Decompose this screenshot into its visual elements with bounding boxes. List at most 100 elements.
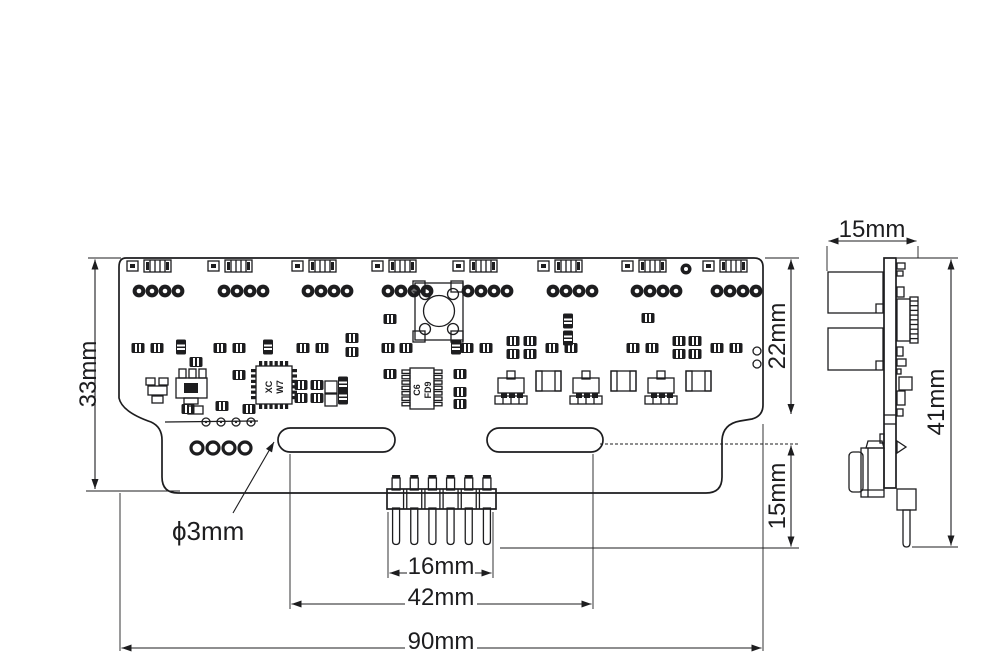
- smd-capacitor: [315, 343, 329, 353]
- small-hole: [201, 417, 211, 427]
- mounting-slot-right: [486, 427, 604, 453]
- pin-header-front: [386, 475, 497, 546]
- sot-transistor: [572, 377, 600, 394]
- smd-capacitor: [460, 343, 474, 353]
- smd-capacitor: [345, 333, 359, 343]
- smd-capacitor: [399, 343, 413, 353]
- edge-pad-line: [164, 420, 259, 423]
- smd-capacitor: [710, 343, 724, 353]
- smd-capacitor-vertical: [563, 313, 573, 329]
- sot-transistor: [497, 377, 525, 394]
- smd-capacitor: [641, 313, 655, 323]
- transistor-left: [145, 377, 169, 404]
- chip-u1-label-line2: W7: [275, 380, 285, 394]
- soic-ic-u2: C6 FD9: [401, 367, 443, 410]
- large-hole-row: [189, 440, 253, 456]
- smd-capacitor: [213, 343, 227, 353]
- dimension-hole-diameter: ϕ3mm: [172, 441, 275, 546]
- large-hole: [205, 440, 221, 456]
- pcb-board-outline: [118, 257, 764, 494]
- qfp-ic-u1: XC W7: [251, 361, 297, 409]
- pin-header-side: [848, 439, 917, 548]
- side-view: 15mm 41mm: [826, 216, 958, 548]
- dim-label-side-width: 15mm: [839, 216, 906, 243]
- dimension-22mm: 22mm: [764, 257, 799, 414]
- side-pcb-strip: [883, 257, 897, 489]
- header-pin-side: [902, 509, 911, 548]
- smd-capacitor: [242, 404, 256, 414]
- smd-capacitor: [545, 343, 559, 353]
- header-pin-bottom: [428, 507, 437, 546]
- smd-capacitor: [294, 380, 308, 390]
- side-back-components: [896, 262, 919, 417]
- dim-label-board-width: 90mm: [408, 628, 475, 653]
- smd-resistor: [638, 259, 667, 273]
- smd-led: [702, 260, 715, 272]
- chip-u1-label-line1: XC: [264, 380, 274, 393]
- smd-capacitor: [294, 393, 308, 403]
- smd-led: [621, 260, 634, 272]
- smd-capacitor: [453, 399, 467, 409]
- header-pin-top: [464, 475, 473, 479]
- smd-capacitor: [523, 349, 537, 359]
- dim-label-header-width: 16mm: [408, 553, 475, 580]
- dimension-15mm-lower: 15mm: [500, 443, 799, 549]
- smd-capacitor: [506, 349, 520, 359]
- smd-capacitor: [453, 369, 467, 379]
- dim-label-board-height: 33mm: [75, 341, 102, 408]
- sot-tab: [656, 370, 666, 380]
- dimension-90mm: 90mm: [119, 424, 764, 653]
- smd-capacitor: [383, 314, 397, 324]
- test-point: [752, 359, 762, 369]
- smd-led: [126, 260, 139, 272]
- header-pin-top: [428, 475, 437, 479]
- smd-capacitor: [672, 336, 686, 346]
- smd-led: [371, 260, 384, 272]
- dimension-42mm: 42mm: [289, 454, 594, 611]
- misc-part: [324, 380, 338, 394]
- sot-tab: [581, 370, 591, 380]
- smd-capacitors-vertical: [176, 313, 573, 405]
- header-pin-bottom: [410, 507, 419, 546]
- smd-capacitor-vertical: [263, 339, 273, 355]
- dim-label-lower-height: 15mm: [764, 463, 791, 530]
- dim-label-side-height: 41mm: [923, 369, 950, 436]
- smd-capacitor: [232, 370, 246, 380]
- smd-capacitor: [626, 343, 640, 353]
- smd-capacitor: [232, 343, 246, 353]
- dim-label-slot-span: 42mm: [408, 584, 475, 611]
- large-hole: [221, 440, 237, 456]
- header-pin-bottom: [391, 507, 401, 546]
- header-pin-top: [482, 475, 491, 479]
- smd-capacitor: [645, 343, 659, 353]
- chip-u2-label-line2: FD9: [423, 381, 433, 398]
- small-hole: [216, 417, 226, 427]
- smd-resistor: [719, 259, 748, 273]
- dim-label-upper-height: 22mm: [764, 303, 791, 370]
- smd-led: [291, 260, 304, 272]
- header-pin-top: [446, 475, 455, 479]
- small-hole: [231, 417, 241, 427]
- smd-capacitor: [381, 343, 395, 353]
- small-hole-row: [201, 417, 256, 427]
- tactile-button: [412, 280, 464, 343]
- smd-capacitor: [383, 369, 397, 379]
- smd-capacitor: [189, 357, 203, 367]
- smd-capacitor-vertical: [176, 339, 186, 355]
- smd-capacitor: [729, 343, 743, 353]
- misc-parts: [324, 380, 338, 407]
- dim-label-hole-diameter: ϕ3mm: [172, 516, 244, 546]
- smd-capacitor: [131, 343, 145, 353]
- large-hole: [237, 440, 253, 456]
- smd-resistor: [554, 259, 583, 273]
- sot-tab: [506, 370, 516, 380]
- smd-capacitor: [688, 336, 702, 346]
- test-point-rings: [752, 346, 762, 369]
- smd-capacitor: [672, 349, 686, 359]
- smd-capacitor: [150, 343, 164, 353]
- transistor-groups: [494, 370, 712, 405]
- header-pin-bottom: [482, 507, 492, 546]
- smd-capacitor: [453, 387, 467, 397]
- header-pin-top: [410, 475, 419, 479]
